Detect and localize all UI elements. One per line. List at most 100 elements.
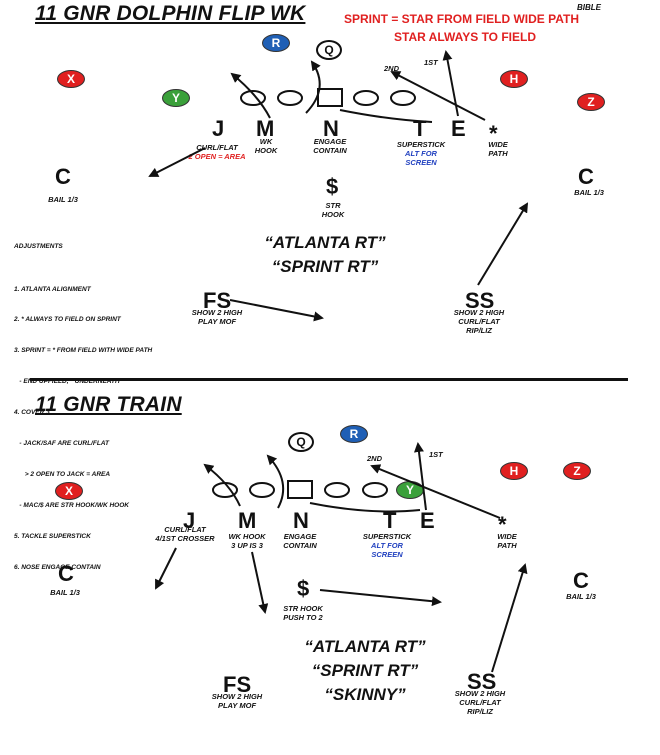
strong-safety-assignment-line-3: RIP/LIZ [466,326,492,335]
nose-defender: N [293,508,309,533]
offense-q-marker: Q [316,40,342,60]
offense-z-marker: Z [577,93,605,111]
top-play-title: 11 GNR DOLPHIN FLIP WK [35,2,306,25]
free-safety-assignment-line-1: SHOW 2 HIGH [191,308,243,317]
end-defender: E [420,508,435,533]
nose-assignment-line-2: CONTAIN [313,146,347,155]
strong-safety-assignment-line-2: CURL/FLAT [459,698,501,707]
tackle-assignment-line-1: SUPERSTICK [362,532,412,541]
corner-right-defender: C [573,568,589,593]
free-safety-assignment: SHOW 2 HIGH PLAY MOF [206,692,268,710]
sprint-note-line-2: STAR ALWAYS TO FIELD [394,30,537,44]
dollar-defender: $ [297,576,310,601]
mike-assignment-line-1: WK [259,137,273,146]
strong-safety-assignment-line-3: RIP/LIZ [467,707,493,716]
offense-x-marker: X [55,482,83,500]
bottom-offensive-line [212,480,388,499]
nose-assignment: ENGAGE CONTAIN [305,137,355,155]
mike-assignment-line-2: 3 UP IS 3 [231,541,263,550]
dollar-defender: $ [326,174,339,199]
star-assignment-line-2: PATH [497,541,517,550]
tackle-assignment-line-2: ALT FOR [371,541,403,550]
corner-left-defender: C [58,561,74,586]
adjustment-line: 5. TACKLE SUPERSTICK [14,532,91,540]
jack-assignment-line-2: 2 OPEN = AREA [188,152,246,161]
free-safety-assignment: SHOW 2 HIGH PLAY MOF [186,308,248,326]
adjustments-heading: ADJUSTMENTS [14,243,63,250]
top-call-atlanta: “ATLANTA RT” [264,233,386,252]
offense-r-marker: R [340,425,368,443]
tackle-defender: T [413,116,427,141]
top-call-sprint: “SPRINT RT” [271,257,379,276]
corner-right-assignment: BAIL 1/3 [566,592,596,601]
tackle-assignment-line-1: SUPERSTICK [396,140,446,149]
free-safety-defender: FS [203,288,232,313]
star-assignment-line-1: WIDE [488,140,508,149]
bottom-play-title: 11 GNR TRAIN [35,393,182,416]
mike-defender: M [256,116,275,141]
jack-defender: J [212,116,225,141]
free-safety-assignment-line-1: SHOW 2 HIGH [211,692,263,701]
adjustments-list: 1. ATLANTA ALIGNMENT 2. * ALWAYS TO FIEL… [14,264,152,583]
dollar-assignment-line-1: STR [325,201,341,210]
nose-defender: N [323,116,339,141]
tackle-assignment-line-2: ALT FOR [405,149,437,158]
adjustment-line: 4. COVER 3 [14,409,50,417]
bottom-call-skinny: “SKINNY” [324,685,406,704]
nose-assignment-line-2: CONTAIN [283,541,317,550]
star-assignment-line-2: PATH [488,149,508,158]
dollar-assignment: STR HOOK [318,201,348,219]
offense-x-marker: X [57,70,85,88]
adjustment-line: - JACK/SAF ARE CURL/FLAT [14,440,109,448]
jack-assignment: CURL/FLAT 2 OPEN = AREA [177,143,257,161]
corner-left-assignment: BAIL 1/3 [50,588,80,597]
adjustment-line: > 2 OPEN TO JACK = AREA [14,470,111,478]
first-route-label: 1ST [424,58,438,67]
adjustment-line: 1. ATLANTA ALIGNMENT [14,285,91,293]
jack-defender: J [183,508,196,533]
free-safety-assignment-line-2: PLAY MOF [217,701,257,710]
offense-q-marker: Q [288,432,314,452]
dollar-assignment-line-2: HOOK [321,210,345,219]
nose-assignment: ENGAGE CONTAIN [275,532,325,550]
bottom-routes [155,442,528,673]
free-safety-assignment-line-2: PLAY MOF [197,317,237,326]
offense-h-marker: H [500,70,528,88]
mike-assignment-line-1: WK HOOK [228,532,266,541]
section-divider [30,378,628,381]
free-safety-defender: FS [223,672,252,697]
corner-left-defender: C [55,164,71,189]
adjustment-line: 6. NOSE ENGAGE CONTAIN [14,563,101,571]
offense-r-marker: R [262,34,290,52]
corner-left-assignment: BAIL 1/3 [48,195,78,204]
second-route-label: 2ND [384,64,400,73]
mike-assignment: WK HOOK 3 UP IS 3 [222,532,272,550]
adjustment-line: 2. * ALWAYS TO FIELD ON SPRINT [14,316,121,324]
star-defender: * [498,512,507,537]
offense-z-marker: Z [563,462,591,480]
offense-y-marker: Y [162,89,190,107]
strong-safety-assignment: SHOW 2 HIGH CURL/FLAT RIP/LIZ [448,308,510,335]
bottom-call-sprint: “SPRINT RT” [311,661,419,680]
end-defender: E [451,116,466,141]
adjustment-line: - END UPFIELD, * UNDERNEATH [14,378,120,386]
dollar-assignment-line-2: PUSH TO 2 [283,613,323,622]
star-assignment-line-1: WIDE [497,532,517,541]
mike-assignment-line-2: HOOK [254,146,278,155]
dollar-assignment: STR HOOK PUSH TO 2 [278,604,328,622]
adjustment-line: 3. SPRINT = * FROM FIELD WITH WIDE PATH [14,347,153,355]
star-assignment: WIDE PATH [487,532,527,550]
strong-safety-assignment-line-1: SHOW 2 HIGH [453,308,505,317]
bible-label: BIBLE [577,3,601,12]
corner-right-defender: C [578,164,594,189]
star-assignment: WIDE PATH [478,140,518,158]
second-route-label: 2ND [367,454,383,463]
sprint-note-line-1: SPRINT = STAR FROM FIELD WIDE PATH [344,12,579,26]
corner-right-assignment: BAIL 1/3 [574,188,604,197]
tackle-assignment-line-3: SCREEN [371,550,403,559]
jack-assignment-line-1: CURL/FLAT [164,525,206,534]
dollar-assignment-line-1: STR HOOK [283,604,323,613]
top-offensive-line [240,88,416,107]
strong-safety-defender: SS [465,288,495,313]
